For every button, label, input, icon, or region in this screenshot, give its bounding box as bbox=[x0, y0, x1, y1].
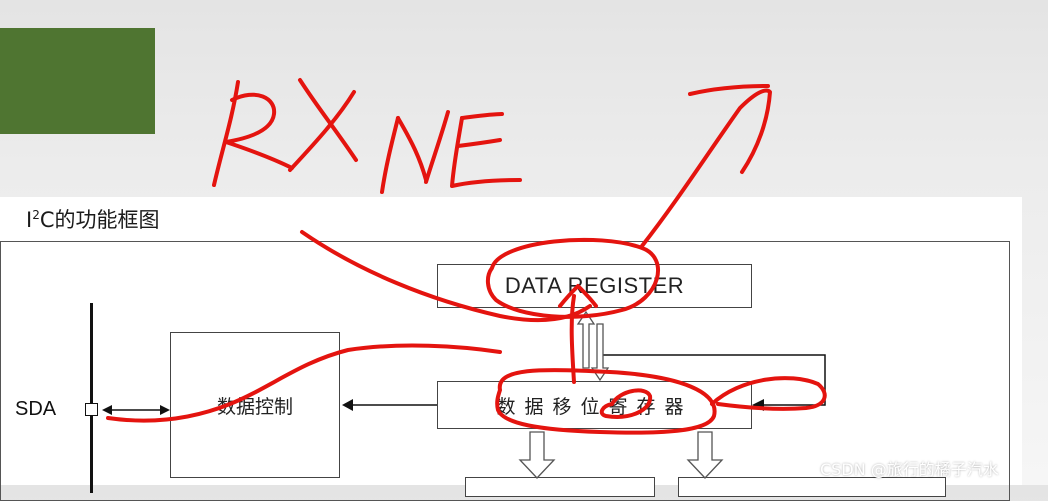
handwritten-annotation bbox=[106, 78, 827, 435]
shift-to-control-head bbox=[342, 399, 353, 411]
arrow-head-top bbox=[688, 84, 770, 96]
sda-to-control-curve bbox=[106, 343, 502, 423]
feedback-loop-line bbox=[600, 354, 826, 406]
sda-bus-line bbox=[90, 303, 93, 493]
up-arrow-head bbox=[558, 284, 598, 308]
down-arrow-right bbox=[686, 431, 724, 479]
diagram-connectors bbox=[102, 310, 826, 479]
arrow-shaft bbox=[640, 88, 772, 248]
sda-pin-square bbox=[85, 403, 98, 416]
letter-e-top bbox=[460, 112, 504, 120]
down-arrow-left bbox=[518, 431, 556, 479]
letter-e-middle bbox=[456, 138, 502, 148]
letter-r-bowl bbox=[224, 92, 294, 170]
letter-x-stroke-2 bbox=[288, 90, 356, 172]
long-curve-from-left bbox=[300, 230, 592, 323]
letter-n-left bbox=[380, 116, 400, 194]
shift-register-circle bbox=[495, 368, 717, 435]
up-arrow-shaft bbox=[569, 294, 576, 384]
letter-e-stem-bottom bbox=[450, 116, 522, 188]
letter-r-stem bbox=[212, 80, 240, 187]
data-register-circle bbox=[485, 237, 660, 319]
letter-n-diagonal bbox=[396, 116, 428, 182]
sda-arrowhead-left bbox=[102, 405, 112, 415]
figure-title: I2C的功能框图 bbox=[26, 208, 160, 232]
csdn-watermark: CSDN @旅行的橘子汽水 bbox=[820, 460, 999, 479]
sda-label: SDA bbox=[15, 398, 57, 420]
data-control-block: 数据控制 bbox=[170, 332, 340, 478]
green-slide-block bbox=[0, 28, 155, 134]
register-transfer-arrow bbox=[576, 310, 610, 382]
sda-arrowhead-right bbox=[160, 405, 170, 415]
letter-n-right bbox=[424, 110, 450, 184]
feedback-loop-scribble bbox=[710, 376, 827, 411]
inner-swirl bbox=[599, 388, 653, 419]
letter-x-stroke-1 bbox=[298, 78, 358, 162]
